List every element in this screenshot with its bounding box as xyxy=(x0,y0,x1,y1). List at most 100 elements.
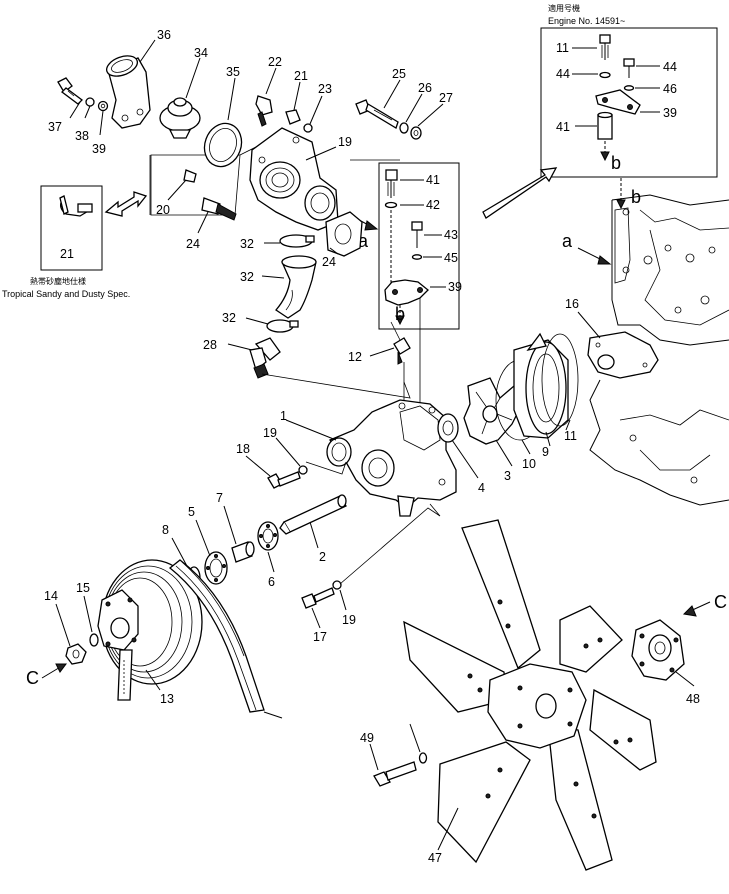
callout-33: 34 xyxy=(194,46,208,60)
double-arrow xyxy=(104,191,148,217)
shaft-2 xyxy=(279,494,347,535)
callout-43-box: 43 xyxy=(444,228,458,242)
bearing-5 xyxy=(204,551,228,585)
impeller-3 xyxy=(463,377,521,445)
ring-11 xyxy=(541,333,579,427)
spacer-40 xyxy=(597,114,613,140)
callout-41: 11 xyxy=(556,41,569,55)
bolt-27 xyxy=(355,99,399,129)
bracket-39-inset xyxy=(595,89,641,115)
bolt-43 xyxy=(411,221,423,231)
callout-21: 20 xyxy=(156,203,170,217)
view-ref-b-engine: b xyxy=(631,187,641,207)
callout-32-bottom: 32 xyxy=(222,311,236,325)
hose-31 xyxy=(275,255,317,319)
tropical-spec-box xyxy=(40,185,103,271)
bolt-47 xyxy=(373,761,417,787)
sensor-24 xyxy=(255,95,273,127)
detail-box-bracket xyxy=(378,162,460,330)
callout-3: 3 xyxy=(504,469,511,483)
view-ref-b-box: b xyxy=(395,304,405,324)
gasket-26 xyxy=(325,211,363,257)
callout-1: 1 xyxy=(280,409,287,423)
callout-38: 39 xyxy=(92,142,106,156)
clamp-32-top xyxy=(279,234,315,248)
callout-22: 24 xyxy=(186,237,200,251)
spacer-7 xyxy=(231,541,255,563)
tropical-spec-english: Tropical Sandy and Dusty Spec. xyxy=(2,289,130,299)
callout-27: 25 xyxy=(392,67,406,81)
view-ref-c-left: C xyxy=(26,668,39,688)
water-outlet-35 xyxy=(106,55,151,129)
belt-49 xyxy=(117,559,265,713)
callout-23: 21 xyxy=(294,69,308,83)
callout-9: 9 xyxy=(542,445,549,459)
callout-47: 49 xyxy=(360,731,374,745)
callout-5: 5 xyxy=(188,505,195,519)
washer-38 xyxy=(97,100,109,112)
callout-4: 4 xyxy=(478,481,485,495)
callout-28: 26 xyxy=(418,81,432,95)
engine-block xyxy=(589,194,729,506)
seal-4 xyxy=(437,413,459,443)
callout-46: 48 xyxy=(686,692,700,706)
callout-32-top: 32 xyxy=(240,237,254,251)
thermostat-33 xyxy=(159,97,201,139)
gasket-16 xyxy=(587,331,659,379)
callout-19-bottom: 19 xyxy=(342,613,356,627)
seal-34 xyxy=(203,122,243,168)
thermostat-housing-20 xyxy=(249,127,339,231)
bolt-41 xyxy=(385,169,398,181)
fitting-30 xyxy=(249,337,281,379)
callout-34: 35 xyxy=(226,65,240,79)
callout-17: 17 xyxy=(313,630,327,644)
washer-29 xyxy=(410,126,422,140)
callout-44: 46 xyxy=(663,82,677,96)
view-ref-a-engine: a xyxy=(562,231,573,251)
callout-7: 7 xyxy=(216,491,223,505)
callout-14: 14 xyxy=(44,589,58,603)
callout-36: 37 xyxy=(48,120,62,134)
callout-41-box: 41 xyxy=(426,173,440,187)
nut-14 xyxy=(65,643,87,665)
washer-28 xyxy=(399,122,409,134)
callout-39-box: 39 xyxy=(448,280,462,294)
callout-10: 10 xyxy=(522,457,536,471)
fan-45 xyxy=(403,519,657,871)
cover-9 xyxy=(513,332,569,439)
callout-44-box: 45 xyxy=(444,251,458,265)
sensor-22 xyxy=(201,197,237,221)
callout-21-tropical: 21 xyxy=(60,247,74,261)
callout-43: 44 xyxy=(663,60,677,74)
bolt-17 xyxy=(301,587,335,609)
view-ref-b-inset: b xyxy=(611,153,621,173)
callout-15: 15 xyxy=(76,581,90,595)
callout-18: 18 xyxy=(236,442,250,456)
callout-35: 36 xyxy=(157,28,171,42)
washer-42 xyxy=(384,201,398,209)
callout-6: 6 xyxy=(268,575,275,589)
washer-44 xyxy=(411,254,423,260)
water-pump-body-1 xyxy=(326,399,457,517)
callout-26: 24 xyxy=(322,255,336,269)
inset-box-new-bracket xyxy=(540,27,718,178)
callout-42-box: 42 xyxy=(426,198,440,212)
callout-39: 39 xyxy=(663,106,677,120)
washer-42-inset xyxy=(599,71,611,79)
bolt-41-inset xyxy=(599,34,611,79)
callout-37: 38 xyxy=(75,129,89,143)
callout-30: 28 xyxy=(203,338,217,352)
washer-37 xyxy=(85,97,95,107)
washer-19-top xyxy=(298,465,308,475)
callout-40: 41 xyxy=(556,120,570,134)
view-ref-a-left: a xyxy=(358,231,369,251)
washer-48 xyxy=(418,752,428,764)
callout-13: 13 xyxy=(160,692,174,706)
callout-25: 23 xyxy=(318,82,332,96)
callout-20: 19 xyxy=(338,135,352,149)
reference-arrow-to-inset xyxy=(482,167,558,219)
tropical-spec-japanese: 熱帯砂塵地仕様 xyxy=(30,276,86,286)
callout-8: 8 xyxy=(162,523,169,537)
